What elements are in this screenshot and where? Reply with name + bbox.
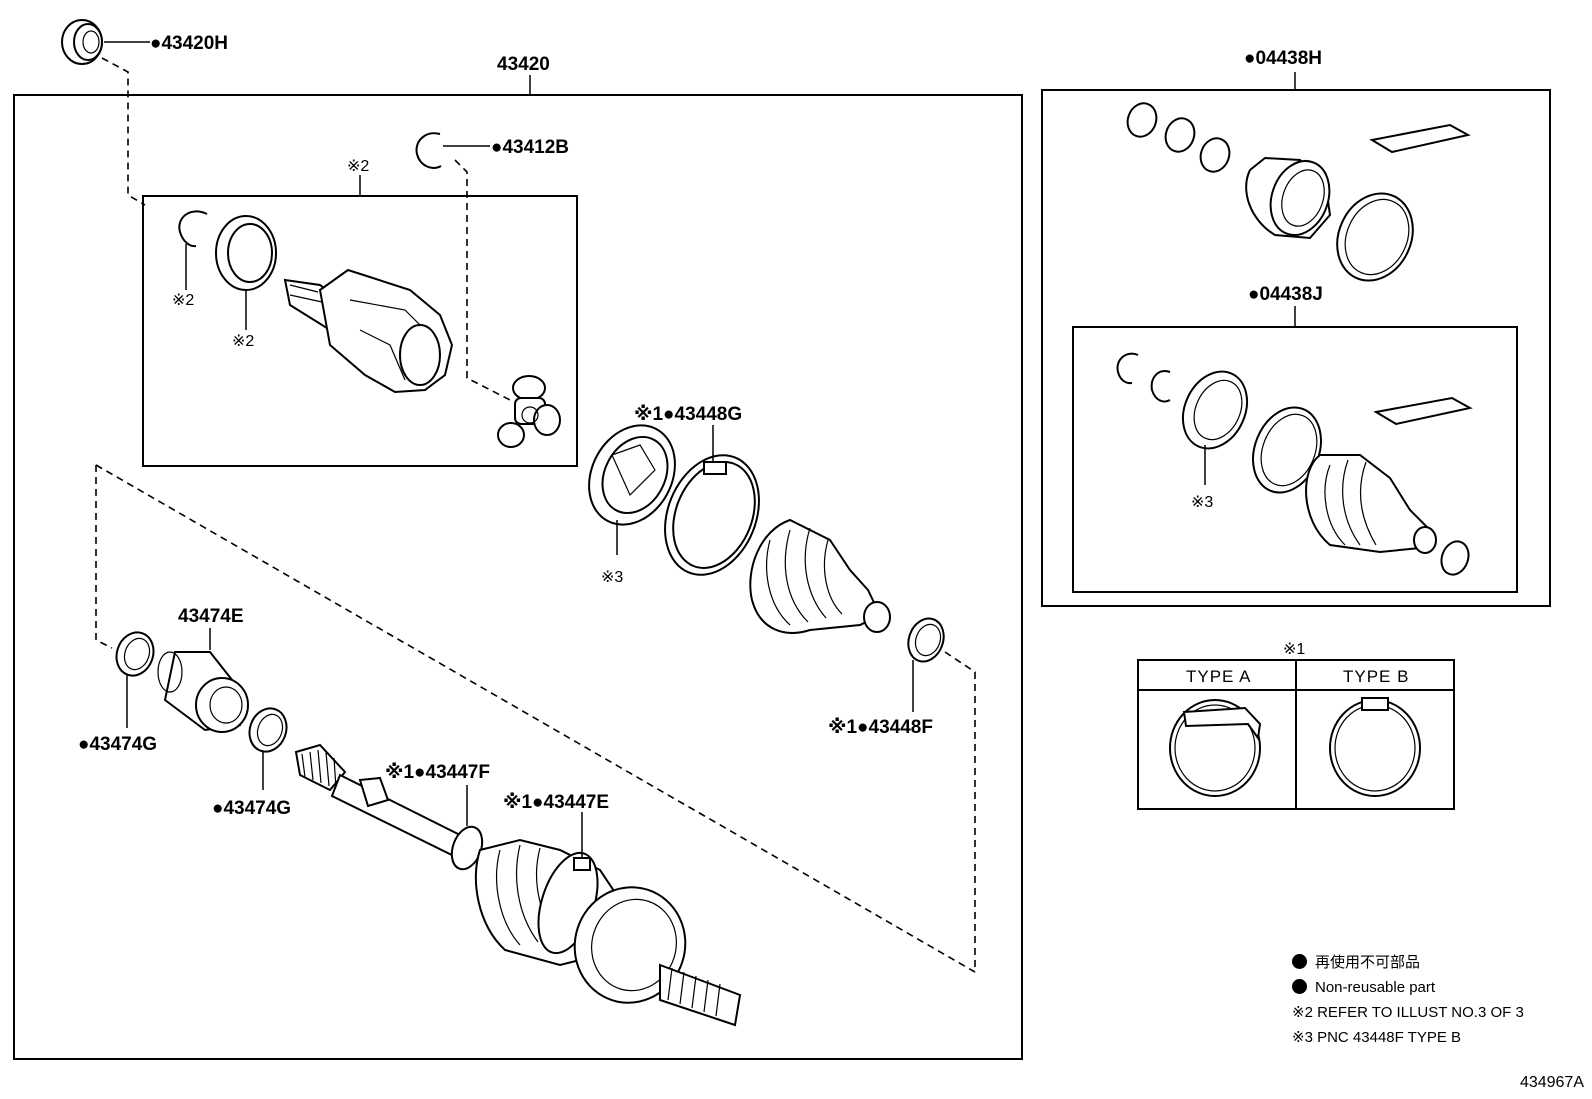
ref2-clip-label: ※2: [172, 292, 194, 309]
ref2-ring-label: ※2: [232, 333, 254, 350]
boot-kit-04438h-frame: [1041, 89, 1551, 607]
callout-43474e[interactable]: 43474E: [178, 606, 244, 627]
outboard-boot-and-joint[interactable]: [474, 838, 742, 1027]
oil-seal-43420h[interactable]: [61, 19, 103, 65]
circlip-43412b[interactable]: [415, 132, 442, 169]
dynamic-damper-43474e[interactable]: [157, 651, 249, 733]
clamp-43474g-left[interactable]: [111, 627, 160, 681]
shaft-envelope: [95, 464, 976, 973]
kit-h-clamps[interactable]: [1123, 99, 1234, 176]
drawing-number: 434967A: [1519, 1074, 1584, 1091]
bullet-icon: [1292, 979, 1307, 994]
kit-j-clamp-ring[interactable]: [1171, 361, 1259, 459]
kit-h-band[interactable]: [1323, 181, 1426, 293]
ref2-box-label: ※2: [347, 158, 369, 175]
kit-j-grease-pack[interactable]: [1373, 396, 1473, 426]
type-b-label: TYPE B: [1343, 667, 1409, 686]
bullet-icon: [1292, 954, 1307, 969]
kit-h-grease-pack[interactable]: [1369, 123, 1471, 154]
tripod-joint[interactable]: [497, 375, 561, 448]
callout-04438h[interactable]: ●04438H: [1244, 48, 1322, 69]
callout-43474g-left[interactable]: ●43474G: [78, 734, 157, 755]
legend-row-jp: 再使用不可部品: [1292, 950, 1524, 975]
callout-43420h[interactable]: ●43420H: [150, 33, 228, 54]
legend-line-4: ※3 PNC 43448F TYPE B: [1292, 1029, 1462, 1046]
ref1-table-label: ※1: [1283, 641, 1305, 658]
callout-43447e[interactable]: ※1●43447E: [503, 792, 609, 813]
type-a-clamp: [1169, 699, 1262, 797]
ref3-left-label: ※3: [601, 569, 623, 586]
boot-clamp-43448g-ring[interactable]: [572, 410, 691, 539]
kit-j-circlip[interactable]: [1150, 370, 1171, 403]
legend-line-1: 再使用不可部品: [1315, 954, 1421, 971]
legend-row-ref3: ※3 PNC 43448F TYPE B: [1292, 1025, 1524, 1050]
legend-row-ref2: ※2 REFER TO ILLUST NO.3 OF 3: [1292, 1000, 1524, 1025]
callout-43474g-right[interactable]: ●43474G: [212, 798, 291, 819]
callout-43412b[interactable]: ●43412B: [491, 137, 569, 158]
kit-j-small-clamp[interactable]: [1437, 538, 1473, 579]
inboard-joint-housing[interactable]: [283, 268, 454, 394]
clamp-43474g-right[interactable]: [244, 703, 293, 757]
kit-h-boot[interactable]: [1245, 153, 1339, 244]
main-assembly-frame: [13, 94, 1023, 1060]
clamp-43448f[interactable]: [903, 614, 950, 667]
callout-43447f[interactable]: ※1●43447F: [385, 762, 490, 783]
cv-boot-outboard[interactable]: [749, 518, 891, 634]
callout-43448g[interactable]: ※1●43448G: [634, 404, 742, 425]
legend-line-2: Non-reusable part: [1315, 979, 1436, 996]
legend-line-3: ※2 REFER TO ILLUST NO.3 OF 3: [1292, 1004, 1524, 1021]
type-b-clamp: [1329, 697, 1421, 797]
ref3-right-label: ※3: [1191, 494, 1213, 511]
snap-ring[interactable]: [178, 210, 208, 248]
seal-ring[interactable]: [215, 215, 277, 291]
callout-04438j[interactable]: ●04438J: [1248, 284, 1323, 305]
callout-43420[interactable]: 43420: [497, 54, 550, 75]
type-a-label: TYPE A: [1186, 667, 1252, 686]
boot-band-large[interactable]: [648, 441, 776, 589]
legend-row-en: Non-reusable part: [1292, 975, 1524, 1000]
kit-j-snap-ring[interactable]: [1116, 352, 1139, 385]
callout-43448f[interactable]: ※1●43448F: [828, 717, 933, 738]
clamp-43447e[interactable]: [573, 857, 591, 871]
legend: 再使用不可部品 Non-reusable part ※2 REFER TO IL…: [1292, 950, 1524, 1050]
kit-j-boot[interactable]: [1305, 454, 1437, 554]
